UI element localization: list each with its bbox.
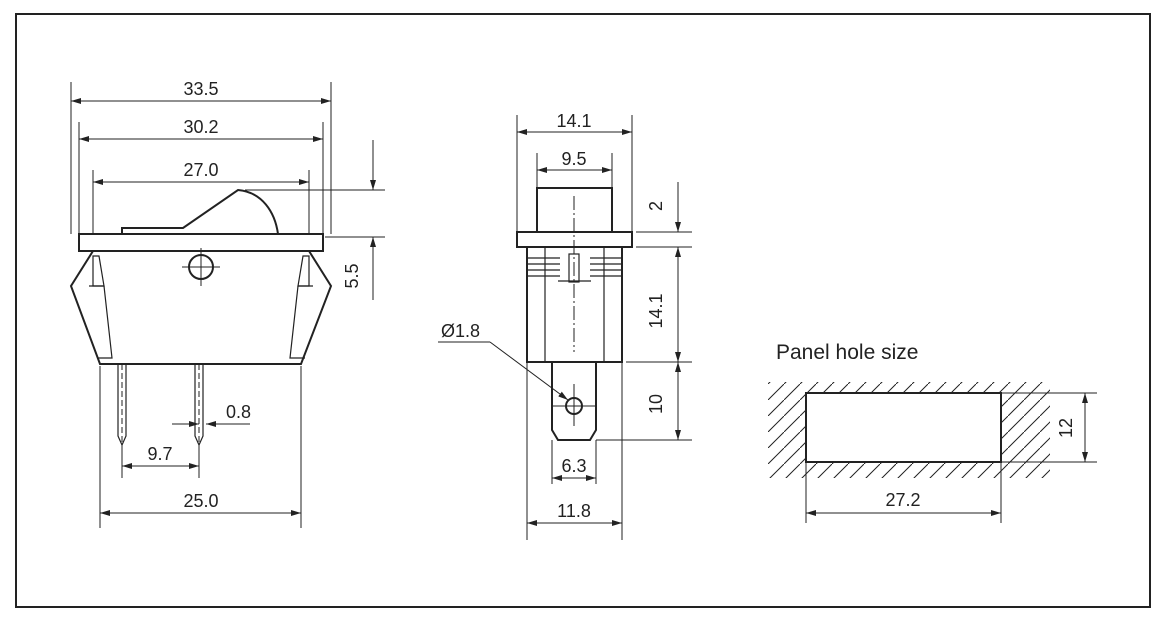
switch-side-view: 33.5 30.2 27.0 5.5 0.8 9.7 25.0 — [69, 79, 385, 528]
panel-hole-height: 12 — [1056, 418, 1076, 438]
panel-hole-width: 27.2 — [885, 490, 920, 510]
dim-overall-width: 33.5 — [183, 79, 218, 99]
dim-rocker-height: 5.5 — [342, 263, 362, 288]
dim-hole-diameter: Ø1.8 — [441, 321, 480, 341]
panel-hole-outline — [805, 392, 1002, 463]
drawing-border — [15, 13, 1151, 608]
dim-rocker-depth: 9.5 — [561, 149, 586, 169]
dim-body-height: 14.1 — [646, 293, 666, 328]
dim-terminal-thickness: 0.8 — [226, 402, 251, 422]
switch-end-view: 14.1 9.5 2 14.1 10 Ø1.8 6.3 11.8 — [438, 111, 692, 540]
dim-rocker-top-height: 2 — [646, 201, 666, 211]
panel-hole-view: Panel hole size 27.2 12 — [768, 341, 1097, 523]
dim-frame-width: 30.2 — [183, 117, 218, 137]
panel-hole-title: Panel hole size — [776, 341, 918, 364]
dim-terminal-length: 10 — [646, 394, 666, 414]
dim-terminal-pitch: 9.7 — [147, 444, 172, 464]
dim-body-width: 27.0 — [183, 160, 218, 180]
dim-bottom-width: 25.0 — [183, 491, 218, 511]
dim-body-depth: 11.8 — [557, 501, 591, 521]
dim-frame-depth: 14.1 — [556, 111, 591, 131]
dim-terminal-width: 6.3 — [561, 456, 586, 476]
